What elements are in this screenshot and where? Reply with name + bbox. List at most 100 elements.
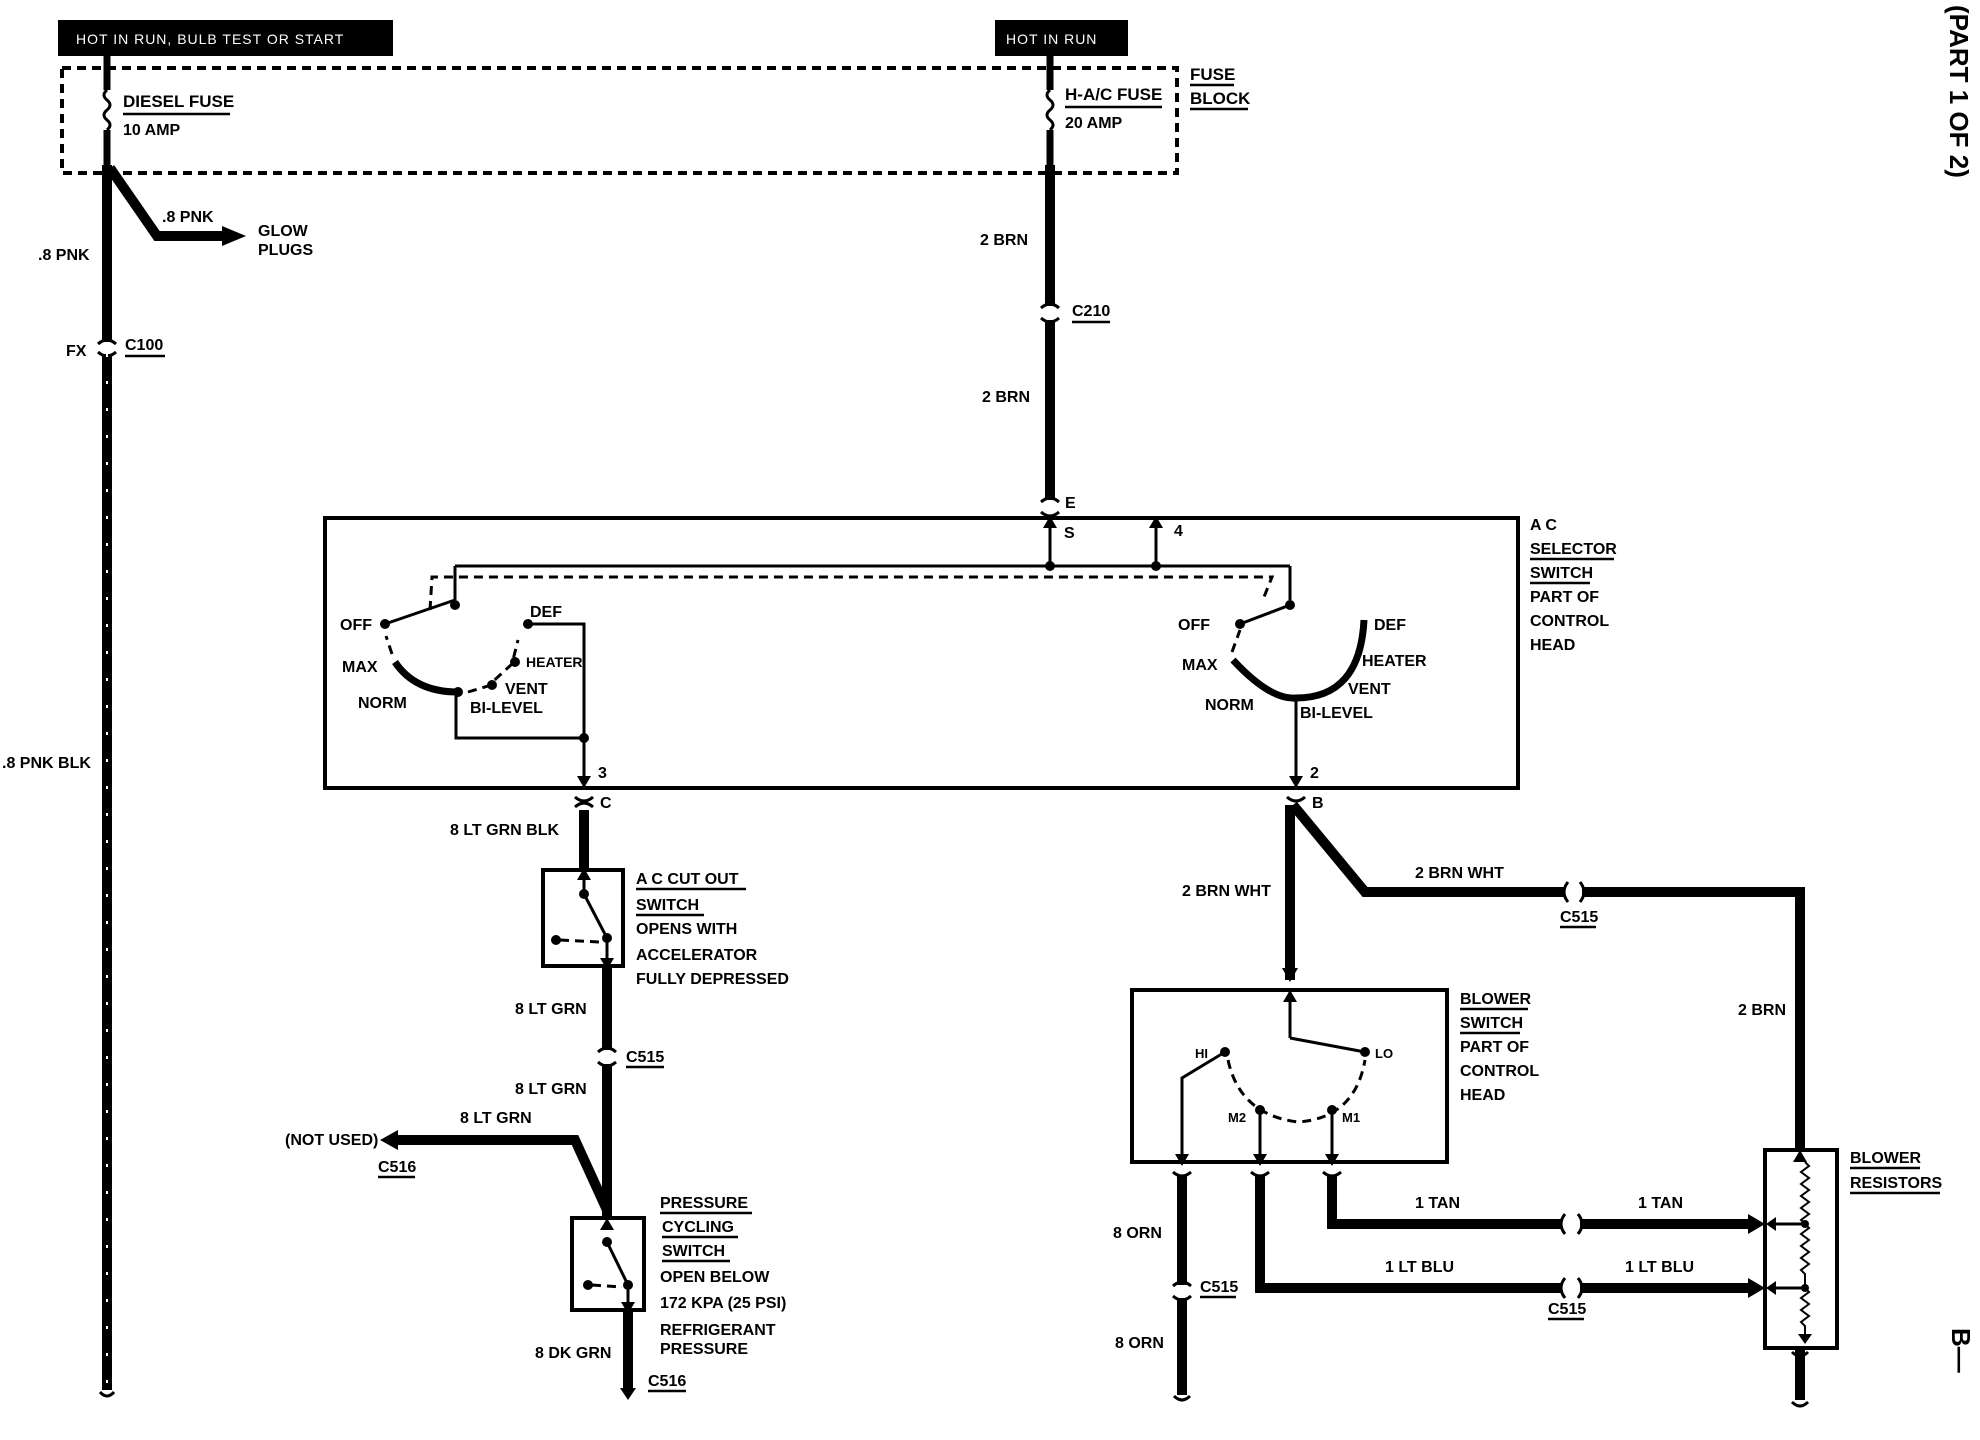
svg-text:BLOWER: BLOWER — [1850, 1150, 1922, 1167]
svg-text:DEF: DEF — [530, 604, 562, 621]
wire-label-pnk-blk: .8 PNK BLK — [2, 755, 91, 772]
svg-text:BI-LEVEL: BI-LEVEL — [470, 700, 543, 717]
svg-text:OPENS WITH: OPENS WITH — [636, 921, 737, 938]
wire-tan-1 — [1327, 1175, 1562, 1229]
selector-link — [428, 575, 1275, 611]
hac-fuse-label: H-A/C FUSE — [1065, 85, 1162, 104]
blower-pos-m1: M1 — [1342, 1110, 1360, 1125]
selector-label: A C SELECTOR SWITCH PART OF CONTROL HEAD — [1530, 517, 1617, 654]
blower-resistors-box — [1763, 1148, 1839, 1350]
svg-text:PART OF: PART OF — [1530, 589, 1599, 606]
wire-label-lt-grn-3: 8 LT GRN — [460, 1110, 532, 1127]
wire-label-orn-1: 8 ORN — [1113, 1225, 1162, 1242]
wire-label-lt-grn-2: 8 LT GRN — [515, 1081, 587, 1098]
svg-text:SWITCH: SWITCH — [662, 1243, 725, 1260]
pin-3: 3 — [598, 765, 607, 782]
c210-connector — [1040, 302, 1060, 324]
wire-label-pnk-left: .8 PNK — [38, 247, 90, 264]
wire-brn-wht-2 — [1289, 801, 1565, 897]
glow-plugs-label-1: GLOW — [258, 223, 309, 240]
hac-fuse-rating: 20 AMP — [1065, 115, 1123, 132]
ac-selector-box — [323, 516, 1520, 790]
svg-text:NORM: NORM — [1205, 697, 1254, 714]
c516-label-a: C516 — [378, 1159, 416, 1176]
c515-connector-a — [597, 1046, 617, 1068]
resistor-upper — [1799, 1161, 1811, 1225]
svg-text:SELECTOR: SELECTOR — [1530, 541, 1617, 558]
hac-fuse-symbol — [1045, 88, 1055, 132]
c516-label-b: C516 — [648, 1373, 686, 1390]
wire-label-lt-grn-blk: 8 LT GRN BLK — [450, 822, 559, 839]
svg-text:MAX: MAX — [1182, 657, 1218, 674]
fuse-block-label-2: BLOCK — [1190, 89, 1251, 108]
pin-b: B — [1312, 795, 1324, 812]
svg-text:REFRIGERANT: REFRIGERANT — [660, 1322, 776, 1339]
svg-text:HEATER: HEATER — [1362, 653, 1427, 670]
svg-text:CONTROL: CONTROL — [1530, 613, 1609, 630]
banner-left-bg — [58, 20, 393, 56]
c100-label: C100 — [125, 337, 163, 354]
svg-text:ACCELERATOR: ACCELERATOR — [636, 947, 758, 964]
svg-text:FULLY DEPRESSED: FULLY DEPRESSED — [636, 971, 789, 988]
wire-label-brn-2: 2 BRN — [982, 389, 1030, 406]
banner-right-bg — [995, 20, 1128, 56]
svg-text:NORM: NORM — [358, 695, 407, 712]
svg-text:SWITCH: SWITCH — [1530, 565, 1593, 582]
wire-label-tan-1: 1 TAN — [1415, 1195, 1460, 1212]
wire-label-orn-2: 8 ORN — [1115, 1335, 1164, 1352]
part-label: (PART 1 OF 2) — [1944, 5, 1974, 178]
svg-text:SWITCH: SWITCH — [636, 897, 699, 914]
svg-text:CONTROL: CONTROL — [1460, 1063, 1539, 1080]
svg-text:A C: A C — [1530, 517, 1557, 534]
pin-s: S — [1064, 525, 1075, 542]
banner-left: HOT IN RUN, BULB TEST OR START — [76, 31, 344, 47]
glow-plugs-label-2: PLUGS — [258, 242, 313, 259]
resistor-lower — [1799, 1223, 1811, 1288]
fuse-block-outline — [60, 66, 1179, 175]
wire-brn-right — [1582, 887, 1805, 1148]
wire-pnk-glow — [105, 165, 225, 241]
wire-lt-grn-3 — [395, 1135, 612, 1213]
wire-lt-blu-1 — [1255, 1175, 1562, 1293]
svg-text:HEAD: HEAD — [1460, 1087, 1505, 1104]
svg-text:A C CUT OUT: A C CUT OUT — [636, 871, 739, 888]
svg-text:PART OF: PART OF — [1460, 1039, 1529, 1056]
c515-label-d: C515 — [1548, 1301, 1586, 1318]
svg-text:OFF: OFF — [1178, 617, 1210, 634]
svg-text:OFF: OFF — [340, 617, 372, 634]
glow-plug-arrow — [222, 226, 246, 246]
svg-text:172 KPA (25 PSI): 172 KPA (25 PSI) — [660, 1295, 786, 1312]
svg-text:OPEN BELOW: OPEN BELOW — [660, 1269, 770, 1286]
svg-text:CYCLING: CYCLING — [662, 1219, 734, 1236]
banner-right: HOT IN RUN — [1006, 31, 1097, 47]
resistor-bottom — [1799, 1287, 1811, 1335]
wire-label-lt-blu-1: 1 LT BLU — [1385, 1259, 1454, 1276]
pin-2: 2 — [1310, 765, 1319, 782]
pressure-label: PRESSURE CYCLING SWITCH OPEN BELOW 172 K… — [660, 1195, 786, 1358]
pin-c: C — [600, 795, 612, 812]
blower-pos-lo: LO — [1375, 1046, 1393, 1061]
wire-label-dk-grn: 8 DK GRN — [535, 1345, 611, 1362]
svg-text:MAX: MAX — [342, 659, 378, 676]
svg-text:BI-LEVEL: BI-LEVEL — [1300, 705, 1373, 722]
not-used-label: (NOT USED) — [285, 1132, 378, 1149]
c210-label: C210 — [1072, 303, 1110, 320]
wire-label-brn-right: 2 BRN — [1738, 1002, 1786, 1019]
diesel-fuse-rating: 10 AMP — [123, 122, 181, 139]
pin-e: E — [1065, 495, 1076, 512]
c515-label-a: C515 — [626, 1049, 664, 1066]
blower-pos-hi: HI — [1195, 1046, 1208, 1061]
svg-text:VENT: VENT — [1348, 681, 1391, 698]
cutout-label: A C CUT OUT SWITCH OPENS WITH ACCELERATO… — [636, 871, 789, 988]
c515-label-b: C515 — [1560, 909, 1598, 926]
fx-label: FX — [66, 343, 87, 360]
svg-text:DEF: DEF — [1374, 617, 1406, 634]
continuation-b: B— — [1946, 1328, 1976, 1373]
svg-text:BLOWER: BLOWER — [1460, 991, 1532, 1008]
svg-text:HEAD: HEAD — [1530, 637, 1575, 654]
diesel-fuse-symbol — [102, 88, 112, 132]
svg-text:PRESSURE: PRESSURE — [660, 1195, 748, 1212]
svg-text:VENT: VENT — [505, 681, 548, 698]
pin-4: 4 — [1174, 523, 1183, 540]
svg-text:HEATER: HEATER — [526, 654, 583, 670]
